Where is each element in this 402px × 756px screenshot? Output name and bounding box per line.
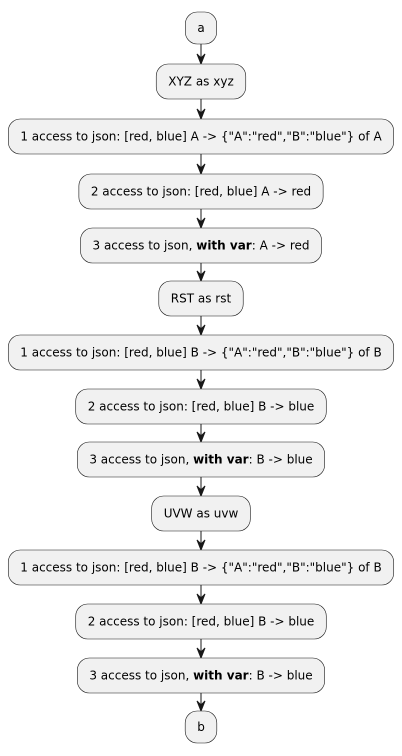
flow-arrow xyxy=(196,316,206,337)
activity-node-box xyxy=(77,441,325,478)
flow-arrow xyxy=(196,477,206,498)
activity-node-label: 1 access to json: [red, blue] A -> {"A":… xyxy=(20,130,382,144)
activity-node-label-part: 3 access to json, xyxy=(89,453,193,467)
arrowhead-icon xyxy=(196,163,206,176)
flow-arrow xyxy=(196,44,206,66)
activity-node-box xyxy=(7,549,395,586)
activity-node-label: a xyxy=(197,21,204,35)
activity-node-box xyxy=(75,388,327,425)
flow-arrow xyxy=(196,209,206,230)
activity-node: 1 access to json: [red, blue] B -> {"A":… xyxy=(7,549,395,586)
activity-node-box xyxy=(80,227,322,264)
activity-node: 3 access to json, with var: B -> blue xyxy=(77,657,325,694)
activity-node-label-part: UVW as uvw xyxy=(164,507,239,521)
activity-node-label-bold: with var xyxy=(196,239,252,253)
arrowhead-icon xyxy=(196,270,206,283)
activity-node-label-part: a xyxy=(197,21,204,35)
activity-node: RST as rst xyxy=(158,280,244,317)
activity-node-label: UVW as uvw xyxy=(164,507,239,521)
arrowhead-icon xyxy=(196,431,206,444)
activity-node-label-part: RST as rst xyxy=(171,292,232,306)
activity-node-label: 1 access to json: [red, blue] B -> {"A":… xyxy=(20,346,381,360)
flow-arrow xyxy=(196,370,206,391)
activity-node: a xyxy=(185,11,217,45)
activity-node-label-part: 2 access to json: [red, blue] A -> red xyxy=(91,185,311,199)
arrowhead-icon xyxy=(196,647,206,660)
activity-node-label: 3 access to json, with var: B -> blue xyxy=(89,669,312,683)
activity-node-label-part: 2 access to json: [red, blue] B -> blue xyxy=(88,615,315,629)
activity-node-label-bold: with var xyxy=(193,453,249,467)
activity-node: 2 access to json: [red, blue] A -> red xyxy=(78,173,324,210)
flow-arrow xyxy=(196,424,206,444)
flow-arrow xyxy=(196,99,206,121)
activity-node-label: RST as rst xyxy=(171,292,232,306)
flow-arrow xyxy=(196,154,206,176)
arrowhead-icon xyxy=(196,378,206,391)
activity-node-label-part: XYZ as xyz xyxy=(168,75,234,89)
activity-node: 2 access to json: [red, blue] B -> blue xyxy=(75,388,327,425)
activity-node-label-part: : B -> blue xyxy=(249,669,313,683)
activity-node-box xyxy=(77,657,325,694)
activity-node: 1 access to json: [red, blue] A -> {"A":… xyxy=(8,118,394,155)
activity-node-label-part: 2 access to json: [red, blue] B -> blue xyxy=(88,400,315,414)
activity-node-label: 2 access to json: [red, blue] B -> blue xyxy=(88,615,315,629)
activity-node-label-part: 3 access to json, xyxy=(89,669,193,683)
flow-arrow xyxy=(196,531,206,552)
arrowhead-icon xyxy=(196,217,206,230)
flow-arrow xyxy=(196,693,206,713)
arrowhead-icon xyxy=(196,324,206,337)
arrowhead-icon xyxy=(196,53,206,66)
activity-node: 1 access to json: [red, blue] B -> {"A":… xyxy=(7,334,395,371)
flow-arrow xyxy=(196,263,206,283)
arrowhead-icon xyxy=(196,485,206,498)
arrowhead-icon xyxy=(196,539,206,552)
activity-node: XYZ as xyz xyxy=(155,63,247,100)
activity-node: 2 access to json: [red, blue] B -> blue xyxy=(75,603,327,640)
activity-node-box xyxy=(184,710,218,744)
edges-layer xyxy=(196,44,206,713)
activity-node-label: 2 access to json: [red, blue] B -> blue xyxy=(88,400,315,414)
activity-node-label-bold: with var xyxy=(193,669,249,683)
activity-node-label: 3 access to json, with var: B -> blue xyxy=(89,453,312,467)
activity-node-box xyxy=(7,334,395,371)
activity-node-box xyxy=(185,11,217,45)
activity-node-box xyxy=(8,118,394,155)
arrowhead-icon xyxy=(196,593,206,606)
activity-node-label: b xyxy=(197,720,205,734)
arrowhead-icon xyxy=(196,700,206,713)
activity-node-label-part: 3 access to json, xyxy=(93,239,197,253)
activity-node: 3 access to json, with var: B -> blue xyxy=(77,441,325,478)
activity-node-box xyxy=(158,280,244,317)
activity-node-label: 1 access to json: [red, blue] B -> {"A":… xyxy=(20,561,381,575)
activity-node-box xyxy=(151,495,251,532)
activity-node-label: 3 access to json, with var: A -> red xyxy=(93,239,310,253)
activity-node-label-part: : B -> blue xyxy=(249,453,313,467)
activity-node-label-part: : A -> red xyxy=(252,239,310,253)
activity-node-label-part: 1 access to json: [red, blue] B -> {"A":… xyxy=(20,561,381,575)
activity-node: UVW as uvw xyxy=(151,495,251,532)
activity-node-label-part: 1 access to json: [red, blue] B -> {"A":… xyxy=(20,346,381,360)
activity-node-box xyxy=(155,63,247,100)
activity-node-label-part: b xyxy=(197,720,205,734)
activity-node-box xyxy=(75,603,327,640)
activity-node-label-part: 1 access to json: [red, blue] A -> {"A":… xyxy=(20,130,382,144)
flow-arrow xyxy=(196,639,206,660)
arrowhead-icon xyxy=(196,108,206,121)
activity-node: 3 access to json, with var: A -> red xyxy=(80,227,322,264)
activity-node-label: XYZ as xyz xyxy=(168,75,234,89)
activity-node: b xyxy=(184,710,218,744)
activity-node-box xyxy=(78,173,324,210)
activity-node-label: 2 access to json: [red, blue] A -> red xyxy=(91,185,311,199)
flow-arrow xyxy=(196,585,206,606)
